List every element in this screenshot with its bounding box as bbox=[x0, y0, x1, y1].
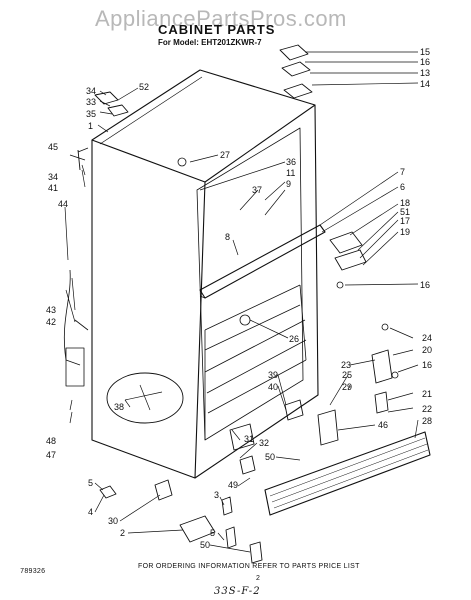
label-part-39: 39 bbox=[268, 370, 278, 380]
label-part-25: 25 bbox=[342, 370, 352, 380]
label-part-37: 37 bbox=[252, 185, 262, 195]
label-part-26: 26 bbox=[289, 334, 299, 344]
handwritten-code: 33S-F-2 bbox=[214, 586, 261, 597]
label-part-36: 36 bbox=[286, 157, 296, 167]
label-part-16b: 16 bbox=[420, 280, 430, 290]
label-part-52: 52 bbox=[139, 82, 149, 92]
label-part-32: 32 bbox=[259, 438, 269, 448]
label-part-34: 34 bbox=[86, 86, 96, 96]
cabinet-top-face bbox=[91, 69, 316, 183]
cabinet-inner-liner bbox=[196, 127, 304, 441]
label-part-2: 2 bbox=[120, 528, 125, 538]
label-part-46: 46 bbox=[378, 420, 388, 430]
label-part-5a: 5 bbox=[88, 478, 93, 488]
label-part-15: 15 bbox=[420, 47, 430, 57]
label-part-3: 3 bbox=[214, 490, 219, 500]
label-part-43: 43 bbox=[46, 305, 56, 315]
label-part-21: 21 bbox=[422, 389, 432, 399]
cabinet-left-face bbox=[91, 140, 206, 479]
label-part-44: 44 bbox=[58, 199, 68, 209]
label-part-38: 38 bbox=[114, 402, 124, 412]
label-part-45: 45 bbox=[48, 142, 58, 152]
label-part-14: 14 bbox=[420, 79, 430, 89]
label-part-41: 41 bbox=[48, 183, 58, 193]
label-part-34b: 34 bbox=[48, 172, 58, 182]
label-part-48: 48 bbox=[46, 436, 56, 446]
label-part-17: 17 bbox=[400, 216, 410, 226]
label-part-1: 1 bbox=[88, 121, 93, 131]
label-part-24: 24 bbox=[422, 333, 432, 343]
model-line: For Model: EHT201ZKWR-7 bbox=[158, 38, 262, 47]
label-part-40: 40 bbox=[268, 382, 278, 392]
diagram-title: CABINET PARTS bbox=[158, 22, 276, 37]
access-oval bbox=[106, 372, 184, 424]
label-part-11: 11 bbox=[286, 168, 295, 178]
label-part-19: 19 bbox=[400, 227, 410, 237]
label-part-50b: 50 bbox=[200, 540, 210, 550]
page-number: 2 bbox=[256, 575, 260, 582]
label-part-23: 23 bbox=[341, 360, 351, 370]
reference-code: 789326 bbox=[20, 568, 46, 576]
label-part-31: 31 bbox=[244, 434, 254, 444]
label-part-6: 6 bbox=[400, 182, 405, 192]
label-part-51: 51 bbox=[400, 207, 410, 217]
label-part-16: 16 bbox=[420, 57, 430, 67]
label-part-13: 13 bbox=[420, 68, 430, 78]
label-part-42: 42 bbox=[46, 317, 56, 327]
label-part-22: 22 bbox=[422, 404, 432, 414]
label-part-27: 27 bbox=[220, 150, 230, 160]
label-part-18: 18 bbox=[400, 198, 410, 208]
label-part-50a: 50 bbox=[265, 452, 275, 462]
cabinet-right-face bbox=[194, 104, 319, 479]
label-part-4: 4 bbox=[88, 507, 93, 517]
label-part-9: 9 bbox=[286, 179, 291, 189]
label-part-30: 30 bbox=[108, 516, 118, 526]
label-part-28: 28 bbox=[422, 416, 432, 426]
mid-rail bbox=[199, 224, 326, 299]
kick-plate-grille bbox=[264, 431, 431, 516]
watermark-text: AppliancePartsPros.com bbox=[95, 6, 347, 31]
ordering-note: FOR ORDERING INFORMATION REFER TO PARTS … bbox=[138, 563, 360, 570]
label-part-7: 7 bbox=[400, 167, 405, 177]
label-part-35: 35 bbox=[86, 109, 96, 119]
label-part-47: 47 bbox=[46, 450, 56, 460]
label-part-33: 33 bbox=[86, 97, 96, 107]
label-part-29: 29 bbox=[342, 382, 352, 392]
label-part-5b: 5 bbox=[210, 528, 215, 538]
label-part-16c: 16 bbox=[422, 360, 432, 370]
label-part-20: 20 bbox=[422, 345, 432, 355]
label-part-49: 49 bbox=[228, 480, 238, 490]
label-part-8: 8 bbox=[225, 232, 230, 242]
